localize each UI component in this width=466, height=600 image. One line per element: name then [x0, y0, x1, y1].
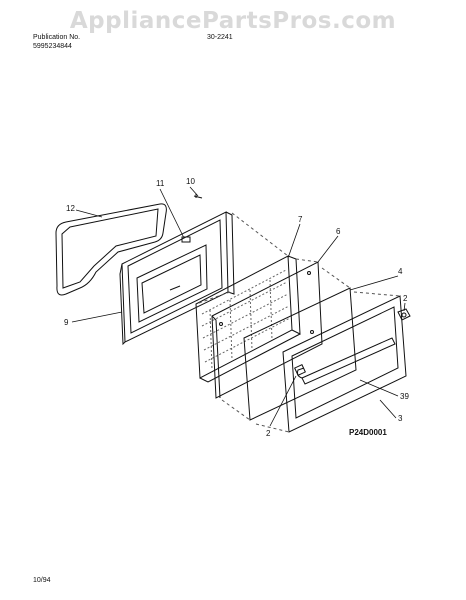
door-gasket: [55, 203, 167, 296]
door-insulation: [195, 255, 301, 383]
heat-shield-panel: [211, 261, 323, 399]
callout-11: 11: [156, 179, 165, 188]
callout-39: 39: [400, 392, 409, 401]
screw: [193, 194, 203, 199]
door-handle: [294, 337, 396, 385]
callout-9: 9: [64, 318, 69, 327]
leader-lines: [71, 186, 406, 427]
footer-date: 10/94: [33, 577, 51, 584]
callout-10: 10: [186, 177, 195, 186]
publication-number: 5995234844: [33, 43, 72, 50]
watermark: AppliancePartsPros.com: [69, 8, 397, 34]
diagram-code: P24D0001: [349, 428, 387, 437]
model-code: 30-2241: [207, 34, 233, 41]
callout-2-bottom: 2: [266, 429, 271, 438]
callout-4: 4: [398, 267, 403, 276]
alignment-lines: [195, 212, 401, 433]
callout-7: 7: [298, 215, 303, 224]
publication-label: Publication No.: [33, 34, 81, 41]
inner-door-frame: [119, 211, 235, 346]
callout-3: 3: [398, 414, 403, 423]
outer-door-panel: [282, 295, 407, 433]
handle-screw-right: [397, 308, 411, 321]
door-glass: [243, 287, 357, 421]
callout-6: 6: [336, 227, 341, 236]
callout-2-top: 2: [403, 294, 408, 303]
callout-12: 12: [66, 204, 75, 213]
